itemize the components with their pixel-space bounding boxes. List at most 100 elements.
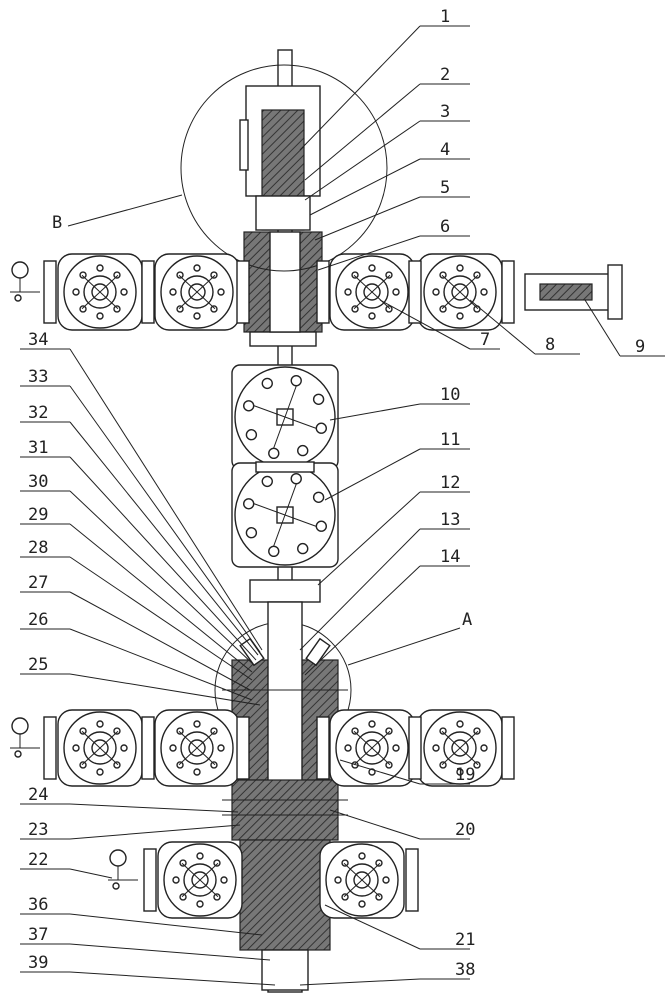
cap-handle <box>239 119 249 171</box>
callout-label-28: 28 <box>28 538 48 558</box>
casing-valve-1 <box>157 841 243 919</box>
leader-line <box>317 491 421 586</box>
lower-flange-2 <box>141 716 155 780</box>
leader-line <box>324 448 421 501</box>
leader-line <box>69 824 241 840</box>
bolt-icon <box>210 761 218 769</box>
bolt-icon <box>385 727 393 735</box>
bolt-icon <box>432 744 440 752</box>
callout-39: 39 <box>20 953 276 986</box>
callout-24: 24 <box>20 785 239 813</box>
flange <box>316 260 330 324</box>
leader-line <box>69 803 239 813</box>
leader-line <box>317 235 421 271</box>
bolt-icon <box>176 727 184 735</box>
bolt-icon <box>312 393 325 405</box>
bolt-icon <box>193 264 201 272</box>
choke-insert <box>539 283 593 301</box>
bolt-icon <box>344 744 352 752</box>
leader-line <box>309 158 421 216</box>
top-cap <box>239 85 321 231</box>
casing-stub <box>261 949 309 991</box>
casing-flange-1 <box>143 848 157 912</box>
valve-rib <box>459 747 479 766</box>
flange <box>408 260 422 324</box>
bolt-icon <box>351 305 359 313</box>
bolt-icon <box>179 859 187 867</box>
callouts-layer: 1234561011121314192021383433323130292827… <box>20 7 665 986</box>
flange <box>236 716 250 780</box>
bolt-icon <box>169 288 177 296</box>
bolt-icon <box>242 498 255 510</box>
casing-pressure-gauge <box>108 849 138 890</box>
callout-12: 12 <box>317 473 470 586</box>
valve-rib <box>353 274 373 293</box>
valve-rib <box>459 291 479 310</box>
bolt-icon <box>341 893 349 901</box>
leader-line <box>69 913 263 936</box>
callout-label-2: 2 <box>440 65 450 85</box>
callout-label-32: 32 <box>28 403 48 423</box>
detail-B-label: B <box>52 213 62 233</box>
bolt-icon <box>193 720 201 728</box>
callout-25: 25 <box>20 655 261 706</box>
leader-line <box>379 299 471 350</box>
valve-rib <box>353 730 373 749</box>
callout-label-23: 23 <box>28 820 48 840</box>
callout-22: 22 <box>20 850 113 879</box>
valve-rib <box>361 862 381 881</box>
leader-line <box>69 385 261 653</box>
bolt-icon <box>79 305 87 313</box>
valve-rib <box>196 730 216 749</box>
leader-line <box>69 943 271 961</box>
bolt-icon <box>96 720 104 728</box>
callout-label-21: 21 <box>455 930 475 950</box>
bolt-icon <box>261 377 273 390</box>
callout-label-8: 8 <box>545 335 555 355</box>
callout-label-36: 36 <box>28 895 48 915</box>
upper-pressure-gauge <box>10 261 40 302</box>
cross-bore <box>269 231 301 333</box>
bolt-icon <box>456 312 464 320</box>
callout-21: 21 <box>324 904 475 950</box>
bolt-icon <box>72 288 80 296</box>
bolt-icon <box>79 761 87 769</box>
bolt-icon <box>217 744 225 752</box>
bolt-icon <box>312 491 325 503</box>
valve-rib <box>459 274 479 293</box>
valve-rib <box>353 291 373 310</box>
valve-rib <box>99 747 119 766</box>
leader-line <box>69 348 263 651</box>
bolt-icon <box>268 447 280 460</box>
bolt-icon <box>473 761 481 769</box>
callout-32: 32 <box>20 403 259 656</box>
valve-rib <box>81 274 101 293</box>
bolt-icon <box>368 720 376 728</box>
callout-37: 37 <box>20 925 271 961</box>
bolt-icon <box>334 876 342 884</box>
needle-valve-icon <box>14 750 22 758</box>
bolt-icon <box>72 744 80 752</box>
callout-9: 9 <box>584 299 665 357</box>
bolt-icon <box>392 744 400 752</box>
leader-line <box>69 523 253 673</box>
bolt-icon <box>96 768 104 776</box>
flange <box>43 716 57 780</box>
valve-rib <box>441 291 461 310</box>
upper-wing-valve-4 <box>417 253 503 331</box>
bolt-icon <box>113 761 121 769</box>
bolt-icon <box>79 271 87 279</box>
casing-head-body <box>231 779 339 841</box>
valve-rib <box>99 291 119 310</box>
bolt-icon <box>392 288 400 296</box>
callout-8: 8 <box>469 299 580 355</box>
upper-flange-3 <box>236 260 250 324</box>
valve-rib <box>81 730 101 749</box>
upper-flange-5 <box>408 260 422 324</box>
bolt-icon <box>297 542 309 555</box>
callout-label-27: 27 <box>28 573 48 593</box>
bolt-icon <box>179 893 187 901</box>
bolt-icon <box>169 744 177 752</box>
bolt-icon <box>113 727 121 735</box>
callout-label-11: 11 <box>440 430 460 450</box>
